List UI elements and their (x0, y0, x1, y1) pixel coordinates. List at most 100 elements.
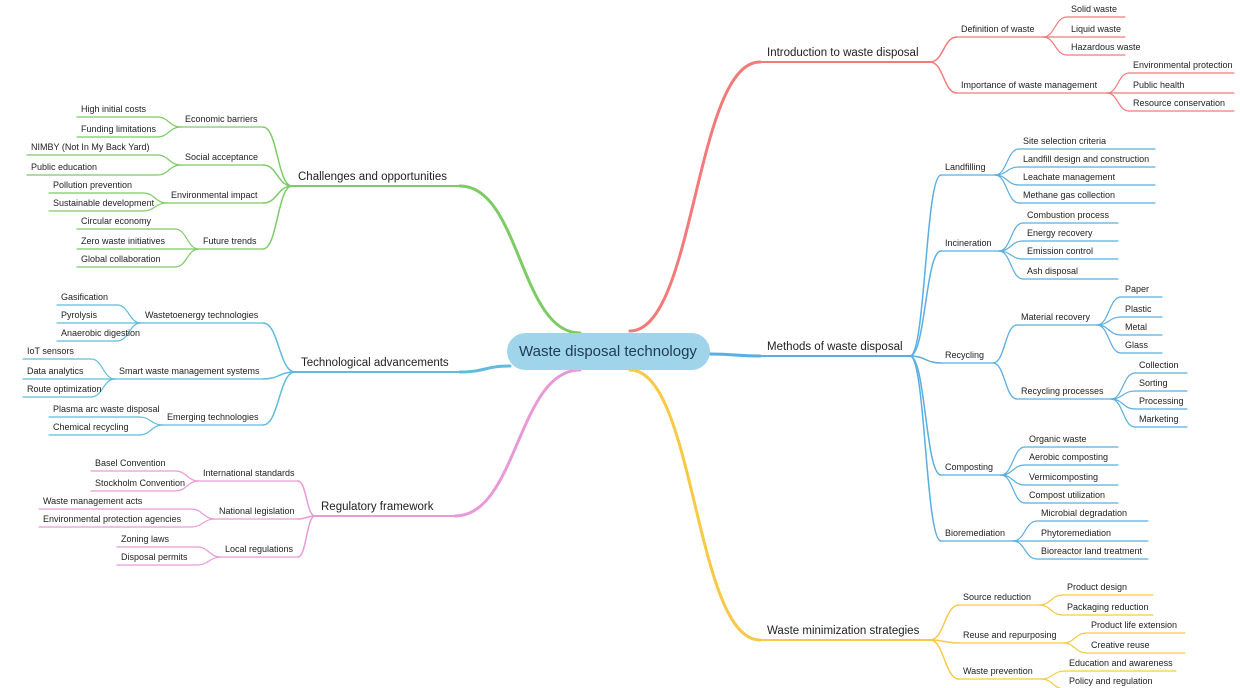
leaf-label-processing[interactable]: Processing (1139, 396, 1184, 406)
node-label-wastetoenergy-technologies[interactable]: Wastetoenergy technologies (145, 310, 259, 320)
leaf-label-aerobic-composting[interactable]: Aerobic composting (1029, 452, 1108, 462)
leaf-label-glass[interactable]: Glass (1125, 340, 1149, 350)
sub-connector-international-standards (297, 480, 316, 517)
node-label-landfilling[interactable]: Landfilling (945, 162, 986, 172)
leaf-label-phytoremediation[interactable]: Phytoremediation (1041, 528, 1111, 538)
leaf-label-collection[interactable]: Collection (1139, 360, 1179, 370)
leaf-label-plasma-arc-waste-disposal[interactable]: Plasma arc waste disposal (53, 404, 160, 414)
leaf-label-zero-waste-initiatives[interactable]: Zero waste initiatives (81, 236, 166, 246)
node-label-smart-waste-management-systems[interactable]: Smart waste management systems (119, 366, 260, 376)
leaf-label-product-design[interactable]: Product design (1067, 582, 1127, 592)
leaf-label-disposal-permits[interactable]: Disposal permits (121, 552, 188, 562)
branch-label-introduction-to-waste-disposal[interactable]: Introduction to waste disposal (767, 47, 919, 59)
node-label-bioremediation[interactable]: Bioremediation (945, 528, 1005, 538)
node-label-future-trends[interactable]: Future trends (203, 236, 257, 246)
leaf-label-paper[interactable]: Paper (1125, 284, 1149, 294)
node-label-social-acceptance[interactable]: Social acceptance (185, 152, 258, 162)
node-label-emerging-technologies[interactable]: Emerging technologies (167, 412, 259, 422)
leaf-label-methane-gas-collection[interactable]: Methane gas collection (1023, 190, 1115, 200)
leaf-label-zoning-laws[interactable]: Zoning laws (121, 534, 170, 544)
leaf-label-iot-sensors[interactable]: IoT sensors (27, 346, 74, 356)
leaf-connector-iot-sensors (90, 358, 116, 380)
leaf-connector-gasification (116, 304, 142, 324)
leaf-label-nimby-not-in-my-back-yard[interactable]: NIMBY (Not In My Back Yard) (31, 142, 150, 152)
leaf-label-vermicomposting[interactable]: Vermicomposting (1029, 472, 1098, 482)
node-label-importance-of-waste-management[interactable]: Importance of waste management (961, 80, 1098, 90)
node-label-international-standards[interactable]: International standards (203, 468, 295, 478)
node-label-environmental-impact[interactable]: Environmental impact (171, 190, 258, 200)
leaf-label-marketing[interactable]: Marketing (1139, 414, 1179, 424)
leaf-label-public-health[interactable]: Public health (1133, 80, 1185, 90)
leaf-label-pyrolysis[interactable]: Pyrolysis (61, 310, 98, 320)
branch-label-methods-of-waste-disposal[interactable]: Methods of waste disposal (767, 341, 903, 353)
leaf-label-site-selection-criteria[interactable]: Site selection criteria (1023, 136, 1106, 146)
node-label-incineration[interactable]: Incineration (945, 238, 992, 248)
leaf-label-environmental-protection-agencies[interactable]: Environmental protection agencies (43, 514, 182, 524)
root-node[interactable]: Waste disposal technology (507, 333, 710, 370)
leaf-label-anaerobic-digestion[interactable]: Anaerobic digestion (61, 328, 140, 338)
leaf-label-basel-convention[interactable]: Basel Convention (95, 458, 166, 468)
leaf-label-waste-management-acts[interactable]: Waste management acts (43, 496, 143, 506)
leaf-connector-circular-economy (174, 228, 200, 250)
leaf-label-sustainable-development[interactable]: Sustainable development (53, 198, 155, 208)
leaf-label-emission-control[interactable]: Emission control (1027, 246, 1093, 256)
node-label-recycling-processes[interactable]: Recycling processes (1021, 386, 1104, 396)
leaf-label-compost-utilization[interactable]: Compost utilization (1029, 490, 1105, 500)
leaf-label-gasification[interactable]: Gasification (61, 292, 108, 302)
node-label-source-reduction[interactable]: Source reduction (963, 592, 1031, 602)
node-label-composting[interactable]: Composting (945, 462, 993, 472)
node-label-recycling[interactable]: Recycling (945, 350, 984, 360)
leaf-label-landfill-design-and-construction[interactable]: Landfill design and construction (1023, 154, 1149, 164)
leaf-label-funding-limitations[interactable]: Funding limitations (81, 124, 157, 134)
leaf-label-education-and-awareness[interactable]: Education and awareness (1069, 658, 1173, 668)
leaf-label-packaging-reduction[interactable]: Packaging reduction (1067, 602, 1149, 612)
leaf-connector-anaerobic-digestion (116, 322, 142, 342)
leaf-label-hazardous-waste[interactable]: Hazardous waste (1071, 42, 1141, 52)
leaf-label-bioreactor-land-treatment[interactable]: Bioreactor land treatment (1041, 546, 1143, 556)
leaf-label-chemical-recycling[interactable]: Chemical recycling (53, 422, 129, 432)
branch-connector-methods-of-waste-disposal (708, 352, 762, 358)
branch-label-challenges-and-opportunities[interactable]: Challenges and opportunities (298, 171, 447, 183)
leaf-label-circular-economy[interactable]: Circular economy (81, 216, 152, 226)
leaf-label-global-collaboration[interactable]: Global collaboration (81, 254, 161, 264)
branch-label-regulatory-framework[interactable]: Regulatory framework (321, 501, 434, 513)
branch-label-technological-advancements[interactable]: Technological advancements (301, 357, 449, 369)
node-label-waste-prevention[interactable]: Waste prevention (963, 666, 1033, 676)
leaf-label-policy-and-regulation[interactable]: Policy and regulation (1069, 676, 1153, 686)
leaf-connector-creative-reuse (1062, 642, 1088, 654)
leaf-label-plastic[interactable]: Plastic (1125, 304, 1152, 314)
leaf-label-public-education[interactable]: Public education (31, 162, 97, 172)
node-label-national-legislation[interactable]: National legislation (219, 506, 295, 516)
leaf-label-high-initial-costs[interactable]: High initial costs (81, 104, 147, 114)
node-label-reuse-and-repurposing[interactable]: Reuse and repurposing (963, 630, 1057, 640)
sub-connector-social-acceptance (262, 164, 293, 187)
leaf-label-stockholm-convention[interactable]: Stockholm Convention (95, 478, 185, 488)
leaf-connector-policy-and-regulation (1040, 678, 1062, 688)
leaf-label-pollution-prevention[interactable]: Pollution prevention (53, 180, 132, 190)
node-label-local-regulations[interactable]: Local regulations (225, 544, 294, 554)
sub-connector-local-regulations (297, 515, 316, 558)
branch-label-waste-minimization-strategies[interactable]: Waste minimization strategies (767, 625, 920, 637)
leaf-label-leachate-management[interactable]: Leachate management (1023, 172, 1116, 182)
node-label-economic-barriers[interactable]: Economic barriers (185, 114, 258, 124)
leaf-label-combustion-process[interactable]: Combustion process (1027, 210, 1110, 220)
leaf-label-data-analytics[interactable]: Data analytics (27, 366, 84, 376)
leaf-label-resource-conservation[interactable]: Resource conservation (1133, 98, 1225, 108)
node-label-definition-of-waste[interactable]: Definition of waste (961, 24, 1035, 34)
leaf-label-microbial-degradation[interactable]: Microbial degradation (1041, 508, 1127, 518)
leaf-label-organic-waste[interactable]: Organic waste (1029, 434, 1087, 444)
leaf-label-product-life-extension[interactable]: Product life extension (1091, 620, 1177, 630)
leaf-connector-disposal-permits (196, 556, 222, 566)
leaf-connector-product-life-extension (1062, 632, 1088, 644)
leaf-label-environmental-protection[interactable]: Environmental protection (1133, 60, 1233, 70)
leaf-label-energy-recovery[interactable]: Energy recovery (1027, 228, 1093, 238)
leaf-label-creative-reuse[interactable]: Creative reuse (1091, 640, 1150, 650)
leaf-label-solid-waste[interactable]: Solid waste (1071, 4, 1117, 14)
node-label-material-recovery[interactable]: Material recovery (1021, 312, 1091, 322)
leaf-connector-ash-disposal (998, 250, 1024, 280)
leaf-label-route-optimization[interactable]: Route optimization (27, 384, 102, 394)
leaf-label-sorting[interactable]: Sorting (1139, 378, 1168, 388)
leaf-label-metal[interactable]: Metal (1125, 322, 1147, 332)
leaf-label-liquid-waste[interactable]: Liquid waste (1071, 24, 1121, 34)
leaf-label-ash-disposal[interactable]: Ash disposal (1027, 266, 1078, 276)
